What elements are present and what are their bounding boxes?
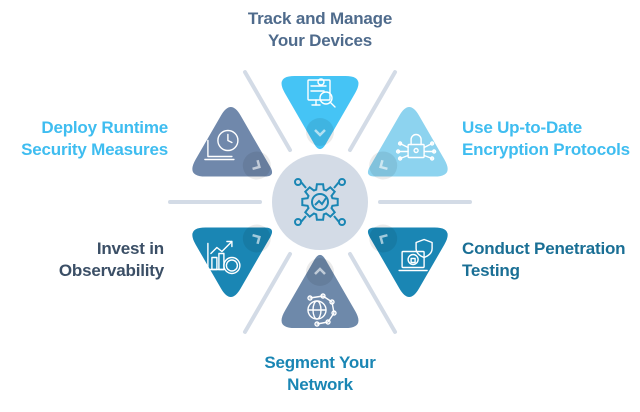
segment-lower-left (192, 224, 273, 297)
label-line: Observability (58, 261, 164, 280)
segment-shape (192, 227, 273, 297)
label-line: Network (287, 375, 353, 394)
label-observability: Invest in Observability (0, 238, 164, 282)
label-line: Track and Manage (247, 9, 393, 28)
monitor-search-icon (307, 78, 336, 108)
gear-growth-icon (294, 178, 346, 226)
spoke-line (348, 251, 397, 334)
label-runtime-security: Deploy Runtime Security Measures (0, 117, 168, 161)
label-track-and-manage: Track and Manage Your Devices (200, 8, 440, 52)
chevron-icon (314, 267, 326, 275)
label-line: Use Up-to-Date (462, 118, 582, 137)
segment-tip-shade (242, 224, 271, 253)
label-line: Deploy Runtime (41, 118, 168, 137)
label-line: Invest in (96, 239, 164, 258)
segment-shape (281, 76, 359, 150)
segment-shape (367, 107, 448, 177)
segment-tip-shade (306, 118, 334, 146)
laptop-clock-icon (204, 129, 239, 161)
segment-upper-left (192, 107, 273, 180)
segment-top (281, 76, 359, 150)
segments (192, 76, 448, 328)
spoke-line (243, 251, 292, 334)
label-segment-network: Segment Your Network (200, 352, 440, 396)
segment-shape (367, 227, 448, 297)
chart-dollar-icon (207, 240, 241, 275)
segment-tip-shade (242, 151, 271, 180)
label-line: Conduct Penetration (462, 239, 626, 258)
spoke-line (243, 70, 292, 153)
label-line: Testing (462, 261, 520, 280)
chevron-icon (379, 233, 388, 245)
segment-tip-shade (306, 258, 334, 286)
label-line: Segment Your (264, 353, 376, 372)
spokes (168, 70, 472, 334)
spoke-line (348, 70, 397, 153)
label-line: Encryption Protocols (462, 140, 630, 159)
segment-tip-shade (369, 151, 398, 180)
chevron-icon (314, 129, 326, 137)
segment-tip-shade (369, 224, 398, 253)
segment-shape (281, 254, 359, 328)
label-line: Security Measures (21, 140, 168, 159)
segment-bottom (281, 254, 359, 328)
center-hub (264, 146, 376, 258)
label-penetration-testing: Conduct Penetration Testing (462, 238, 640, 282)
label-encryption: Use Up-to-Date Encryption Protocols (462, 117, 640, 161)
label-line: Your Devices (267, 31, 373, 50)
segment-lower-right (367, 224, 448, 297)
segment-upper-right (367, 107, 448, 180)
globe-network-icon (307, 293, 337, 327)
chevron-icon (252, 233, 261, 245)
laptop-shield-icon (398, 238, 433, 272)
chevron-icon (252, 159, 261, 171)
lock-circuit-icon (395, 133, 437, 161)
chevron-icon (379, 159, 388, 171)
